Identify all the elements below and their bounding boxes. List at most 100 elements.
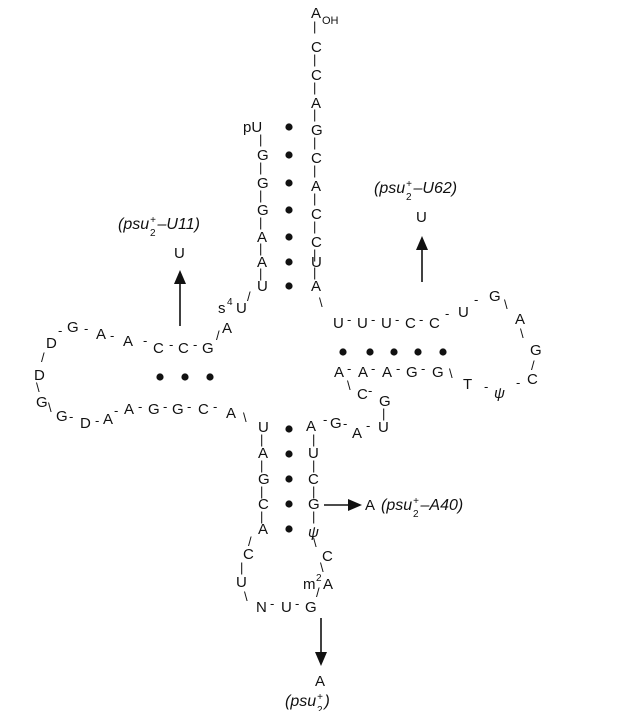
nt-c: C xyxy=(311,67,322,84)
mutation-label-u62: (psu+2–U62) xyxy=(374,179,457,203)
svg-text:/: / xyxy=(316,585,320,600)
nt-d: D xyxy=(80,415,91,432)
nt-m2a: A xyxy=(323,576,333,593)
nt-g: G xyxy=(406,364,418,381)
nt-c: C xyxy=(178,340,189,357)
acceptor-pair-dots xyxy=(285,123,293,290)
svg-text:|: | xyxy=(313,265,316,280)
svg-text:-: - xyxy=(163,399,167,414)
svg-text:|: | xyxy=(259,266,262,281)
nt-u: U xyxy=(257,278,268,295)
arrowhead-icon xyxy=(416,236,428,250)
nt-a: A xyxy=(258,521,268,538)
nt-a-junction: A xyxy=(222,320,232,337)
anticodon-arm: U | A | G | C | A / C | U \ N - U - G / … xyxy=(236,419,333,616)
base-pair-dot xyxy=(206,373,214,381)
nt-a: A xyxy=(123,333,133,350)
nt-a: A xyxy=(352,425,362,442)
nt-u: U xyxy=(458,304,469,321)
base-pair-dot xyxy=(285,475,293,483)
svg-text:-: - xyxy=(270,596,274,611)
svg-text:-: - xyxy=(419,312,423,327)
nt-g: G xyxy=(379,393,391,410)
s4u-junction: / s 4 U A / xyxy=(216,289,251,343)
nt-s4u-superscript: 4 xyxy=(227,297,233,308)
nt-d: D xyxy=(46,335,57,352)
svg-text:/: / xyxy=(41,350,45,365)
nt-c: C xyxy=(308,471,319,488)
svg-text:|: | xyxy=(259,132,262,147)
base-pair-dot xyxy=(285,425,293,433)
acceptor-3prime-strand: A OH | C | C | A | G | C | A | C | C | U… xyxy=(311,5,339,295)
nt-g: G xyxy=(305,599,317,616)
mutation-anticodon: A (psu+2) xyxy=(285,618,330,711)
nt-u: U xyxy=(311,254,322,271)
nt-u: U xyxy=(281,599,292,616)
svg-text:/: / xyxy=(248,534,252,549)
nt-c: C xyxy=(243,546,254,563)
svg-text:\: \ xyxy=(320,560,324,575)
svg-text:-: - xyxy=(484,379,488,394)
svg-text:|: | xyxy=(312,432,315,447)
base-pair-dot xyxy=(285,258,293,266)
nt-g: G xyxy=(172,401,184,418)
svg-text:-: - xyxy=(347,312,351,327)
nt-g: G xyxy=(257,147,269,164)
svg-text:-: - xyxy=(445,306,449,321)
svg-text:\: \ xyxy=(504,297,508,312)
svg-text:|: | xyxy=(259,188,262,203)
nt-a: A xyxy=(258,445,268,462)
nt-c: C xyxy=(153,340,164,357)
nt-c: C xyxy=(429,315,440,332)
svg-text:-: - xyxy=(396,361,400,376)
nt-g: G xyxy=(257,175,269,192)
nt-pu: pU xyxy=(243,119,262,136)
svg-text:|: | xyxy=(313,80,316,95)
svg-text:|: | xyxy=(259,160,262,175)
arrowhead-icon xyxy=(315,652,327,666)
nt-g: G xyxy=(330,415,342,432)
svg-text:|: | xyxy=(313,107,316,122)
nt-c: A xyxy=(311,178,321,195)
nt-s4u-prefix: s xyxy=(218,300,226,317)
nt-g: G xyxy=(489,288,501,305)
t-arm: \ U - U - U - C - C - U - G \ A \ G / C … xyxy=(306,288,542,442)
mutation-base-anticodon: A xyxy=(315,673,325,690)
nt-c: C xyxy=(405,315,416,332)
nt-a: A xyxy=(334,364,344,381)
nt-g: G xyxy=(202,340,214,357)
base-pair-dot xyxy=(285,450,293,458)
mutation-base-u62: U xyxy=(416,209,427,226)
nt-a: A xyxy=(306,418,316,435)
nt-a: A xyxy=(515,311,525,328)
oh-terminal-label: OH xyxy=(322,15,339,27)
svg-text:-: - xyxy=(347,361,351,376)
svg-text:-: - xyxy=(516,375,520,390)
nt-a: A xyxy=(257,254,267,271)
base-pair-dot xyxy=(339,348,347,356)
svg-text:\: \ xyxy=(244,589,248,604)
nt-a: G xyxy=(311,122,323,139)
svg-text:-: - xyxy=(343,416,347,431)
svg-text:-: - xyxy=(138,399,142,414)
nt-g: G xyxy=(308,496,320,513)
nt-g: G xyxy=(258,471,270,488)
nt-psi: ψ xyxy=(494,385,505,402)
nt-u: C xyxy=(311,234,322,251)
svg-text:|: | xyxy=(259,215,262,230)
mutation-label-a40: (psu+2–A40) xyxy=(381,496,463,520)
base-pair-dot xyxy=(285,206,293,214)
svg-text:/: / xyxy=(216,328,220,343)
base-pair-dot xyxy=(285,525,293,533)
nt-c: C xyxy=(311,39,322,56)
svg-text:|: | xyxy=(313,191,316,206)
acceptor-5prime-strand: pU | G | G | G | A | A | U xyxy=(243,119,269,295)
svg-text:-: - xyxy=(114,403,118,418)
arrowhead-icon xyxy=(174,270,186,284)
nt-a: A xyxy=(257,229,267,246)
svg-text:-: - xyxy=(58,323,62,338)
nt-m2a-prefix: m xyxy=(303,576,316,593)
d-arm: G - C - C - A - A - G - D / D \ G \ G - … xyxy=(34,319,247,432)
svg-text:-: - xyxy=(395,312,399,327)
